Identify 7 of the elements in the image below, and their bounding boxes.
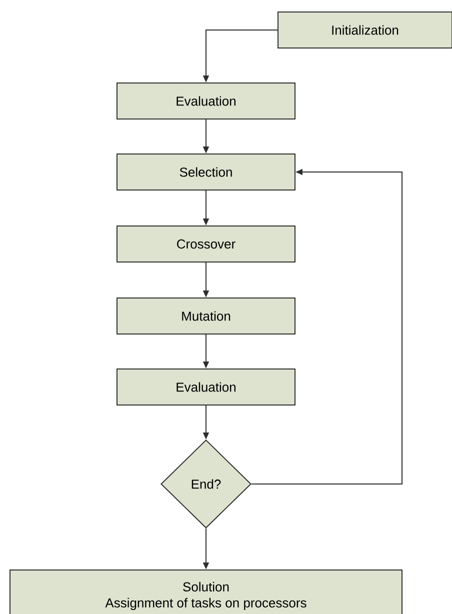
process-box: Mutation (116, 298, 296, 334)
process-box: Evaluation (116, 368, 296, 406)
process-box: Initialization (278, 12, 452, 48)
process-box: Selection (116, 154, 296, 190)
result-box: Solution Assignment of tasks on processors (10, 570, 402, 614)
process-box: Crossover (116, 226, 296, 262)
process-box: Evaluation (116, 82, 296, 120)
